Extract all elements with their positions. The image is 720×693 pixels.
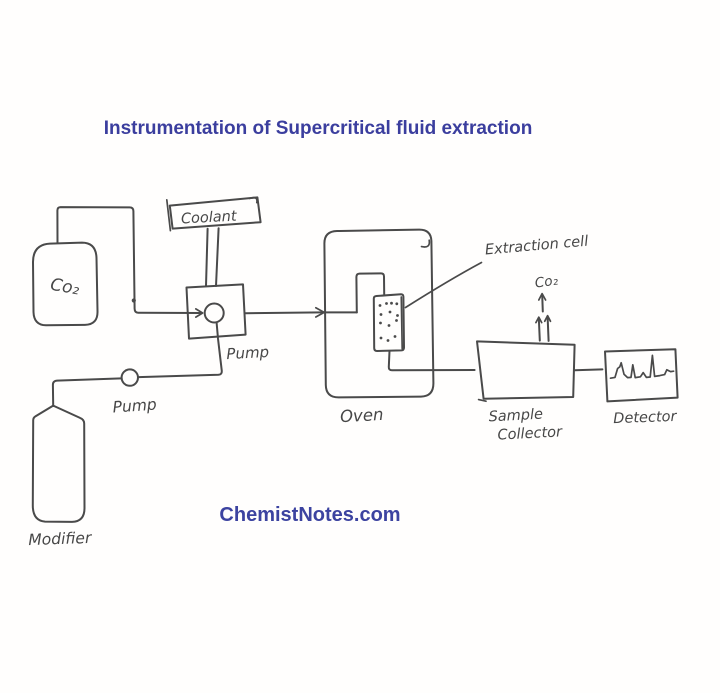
main-pump-rotor (203, 302, 225, 324)
detector-label: Detector (613, 409, 678, 427)
extraction-cell-label: Extraction cell (484, 234, 589, 259)
extraction-cell-particles (378, 301, 399, 342)
modifier-bottle-shape (31, 404, 86, 523)
pipe-pump2-to-modifier (51, 377, 123, 407)
watermark: ChemistNotes.com (219, 504, 400, 526)
detector: Detector (604, 348, 679, 427)
modifier-label: Modifier (28, 529, 93, 549)
co2-cylinder-shape (32, 241, 99, 327)
co2-vent-arrow (541, 293, 544, 313)
co2-cylinder: Co₂ (32, 241, 99, 327)
vent-pipe-left-arrowhead (535, 316, 543, 324)
extraction-cell-callout-line (404, 261, 483, 309)
vent-pipe-left (537, 317, 541, 342)
coolant-box-corner-tick (248, 196, 258, 204)
ink-blot (131, 298, 136, 303)
extraction-cell-body (372, 293, 405, 352)
coolant-box-overshoot (165, 198, 172, 232)
vent-pipe-right-arrowhead (543, 314, 552, 323)
coolant-unit: Coolant (165, 196, 262, 287)
pipe-pump-down (137, 321, 223, 379)
extraction-cell (372, 293, 405, 352)
coolant-pipe-left (205, 227, 209, 287)
sample-collector-label-line2: Collector (497, 424, 563, 443)
co2-vent-arrowhead (537, 292, 547, 301)
oven-outline (323, 228, 435, 399)
pipe-co2-to-pump (56, 206, 202, 314)
oven-corner-hook (420, 239, 431, 248)
coolant-pipe-right (215, 227, 220, 287)
co2-cylinder-label: Co₂ (49, 275, 81, 300)
main-pump-label: Pump (226, 343, 270, 363)
page-title: Instrumentation of Supercritical fluid e… (104, 118, 533, 139)
sample-collector-box (476, 340, 576, 400)
pipe-collector-to-detector (573, 368, 604, 372)
sample-collector-corner-tick (477, 398, 487, 403)
pipe-pump-to-oven (244, 311, 358, 315)
sample-collector: Co₂ Sample Collector (476, 272, 576, 444)
co2-vent-label: Co₂ (534, 272, 560, 291)
modifier-pump-circle (120, 368, 140, 387)
oven: Oven (323, 228, 435, 426)
modifier-pump-label: Pump (112, 395, 157, 416)
detector-box (604, 348, 679, 403)
modifier-bottle: Modifier (28, 404, 93, 549)
vent-pipe-right (546, 315, 550, 342)
pipe-oven-internal (355, 272, 386, 314)
extraction-cell-inner-edge (400, 296, 404, 350)
coolant-box (168, 196, 262, 230)
sample-collector-label-line1: Sample (488, 407, 543, 426)
main-pump-box (185, 283, 247, 340)
oven-label: Oven (340, 405, 384, 426)
pipe-cell-to-collector (387, 350, 476, 372)
main-pump: Pump (185, 283, 270, 363)
coolant-label: Coolant (181, 208, 239, 227)
arrowhead-into-pump (194, 308, 204, 318)
chromatogram-trace (609, 354, 675, 380)
